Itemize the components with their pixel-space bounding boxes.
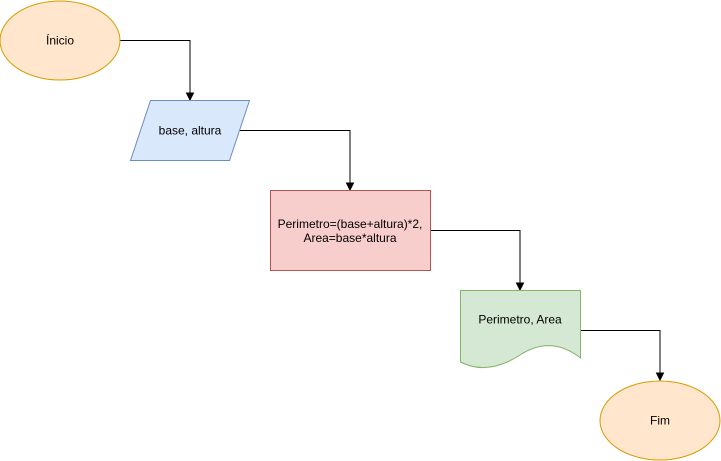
output-label: Perimetro, Area [478,313,562,327]
arrow-head-icon [655,372,665,382]
end-ellipse [599,380,721,461]
output-document-shape [460,290,581,369]
edges-group [120,40,665,382]
edge-output-to-end [580,330,665,382]
edge-input-to-process [240,130,355,192]
end-node[interactable]: Fim [599,380,721,461]
input-parallelogram [129,100,251,161]
edge-process-to-output [430,230,525,292]
edge-line [120,40,191,93]
arrow-head-icon [345,182,355,192]
process-label-line-1: Perimetro=(base+altura)*2, [278,217,423,231]
start-node[interactable]: Ínicio [0,0,121,81]
edge-line [240,130,351,183]
start-label: Ínicio [46,33,74,48]
edge-line [430,230,521,283]
start-ellipse [0,0,121,81]
edge-start-to-input [120,40,195,102]
edge-line [580,330,661,373]
arrow-head-icon [515,282,525,292]
process-label-line-2: Area=base*altura [303,231,396,245]
end-label: Fim [650,414,670,428]
input-label: base, altura [159,124,222,138]
arrow-head-icon [185,92,195,102]
output-node[interactable]: Perimetro, Area [460,290,581,369]
process-rectangle [270,190,431,271]
process-node[interactable]: Perimetro=(base+altura)*2, Area=base*alt… [270,190,431,271]
input-node[interactable]: base, altura [129,100,251,161]
